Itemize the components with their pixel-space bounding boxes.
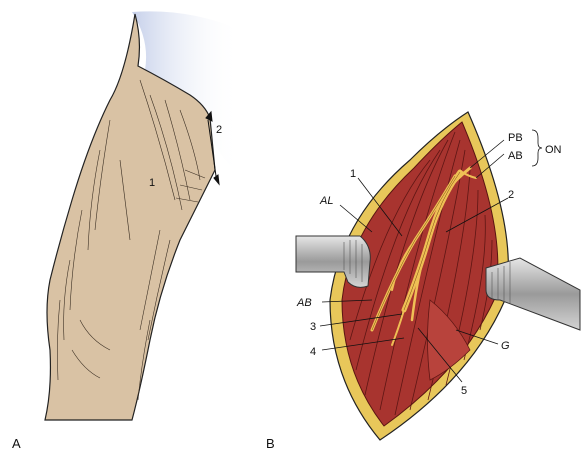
thigh-silhouette	[44, 13, 216, 421]
wound-label-ab-branch: AB	[508, 150, 523, 162]
wound-label-2: 2	[508, 189, 514, 201]
retractor-left	[295, 235, 371, 288]
wound-illustration	[329, 111, 509, 441]
panel-label-a: A	[12, 436, 21, 451]
retractor-right	[485, 257, 581, 331]
wound-label-1: 1	[350, 168, 356, 180]
wound-label-ab: AB	[296, 297, 312, 309]
wound-label-pb: PB	[508, 132, 523, 144]
obturator-nerve-outline	[371, 171, 461, 331]
thigh-hatching	[57, 79, 206, 401]
leader-lines	[319, 129, 543, 383]
wound-label-3: 3	[310, 321, 316, 333]
thigh-label-2: 2	[216, 124, 222, 136]
wound-label-on: ON	[545, 144, 562, 156]
thigh-arrow	[205, 110, 220, 186]
thigh-illustration: 2 1	[44, 11, 240, 421]
panel-label-b: B	[266, 436, 275, 451]
wound-label-5: 5	[461, 385, 467, 397]
thigh-label-1: 1	[149, 177, 155, 189]
wound-label-4: 4	[310, 346, 316, 358]
wound-label-al: AL	[319, 195, 333, 207]
wound-label-g: G	[501, 340, 510, 352]
